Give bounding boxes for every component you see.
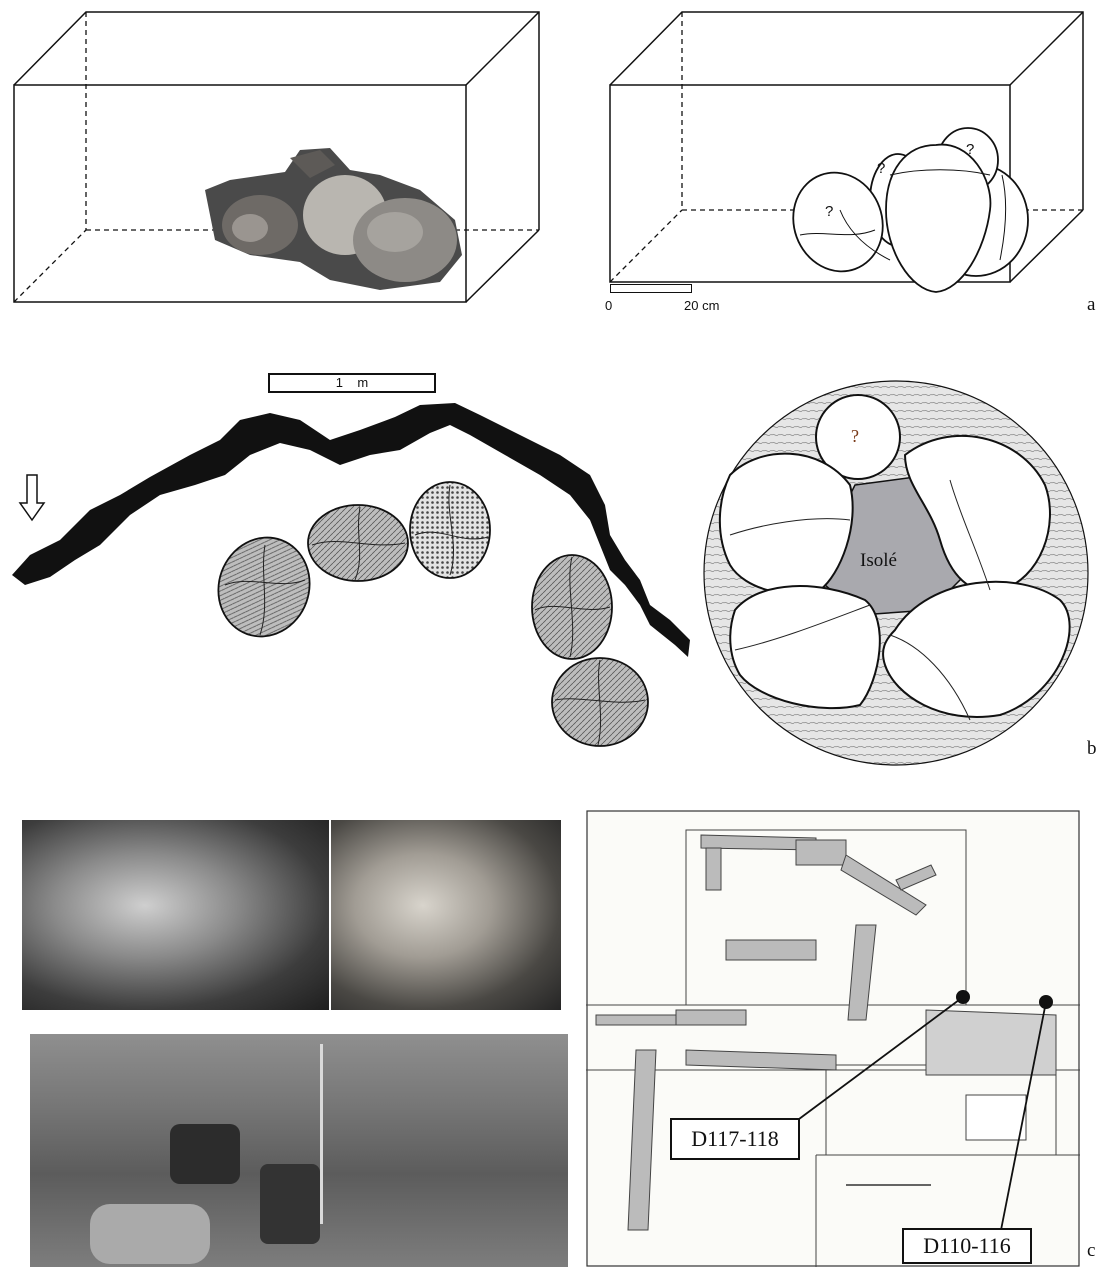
panel-a-right-box-drawing: [590, 0, 1090, 320]
photo-egg-left: [22, 820, 329, 1010]
scale-zero: 0: [605, 298, 612, 313]
egg-b3: [410, 482, 490, 578]
photo-egg-right: [331, 820, 561, 1010]
panel-letter-b: b: [1087, 738, 1097, 760]
isole-label: Isolé: [860, 550, 897, 572]
panel-b-plan-drawing: [700, 375, 1095, 770]
egg-outlines: [780, 128, 1028, 292]
panel-a-left-box-drawing: [0, 0, 560, 320]
scale-end: 20 cm: [684, 298, 719, 313]
question-mark-b: ?: [851, 426, 859, 447]
panel-letter-a: a: [1087, 294, 1095, 316]
scale-label-1m: 1 m: [268, 375, 436, 390]
site-plan: [586, 810, 1080, 1267]
question-mark-a1: ?: [825, 203, 833, 220]
photo-excavation: [30, 1034, 568, 1267]
callout-label-1: D117-118: [670, 1118, 800, 1160]
egg-plan-left: [720, 454, 853, 594]
question-mark-a2: ?: [877, 160, 885, 177]
scale-bar-20cm: [610, 284, 692, 293]
egg-cluster-photo: [205, 148, 462, 290]
direction-arrow-icon: [20, 475, 44, 520]
panel-b-section-drawing: [0, 395, 700, 755]
question-mark-a3: ?: [966, 141, 974, 158]
callout-label-2: D110-116: [902, 1228, 1032, 1264]
panel-letter-c: c: [1087, 1240, 1095, 1262]
